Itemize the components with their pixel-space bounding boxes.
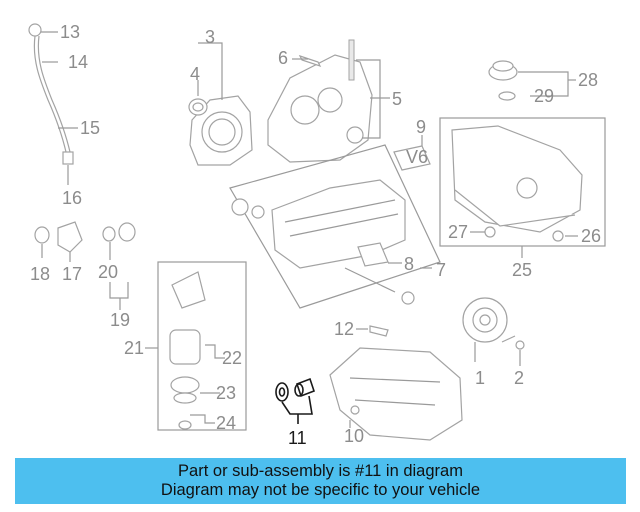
callout-5: 5 — [392, 89, 402, 109]
callout-3: 3 — [205, 27, 215, 47]
callout-25: 25 — [512, 260, 532, 280]
crank-pulley — [356, 297, 525, 366]
banner-line-2: Diagram may not be specific to your vehi… — [160, 481, 481, 499]
callout-22: 22 — [222, 348, 242, 368]
callout-numbers: 1 2 3 4 5 6 7 8 9 10 11 12 13 14 15 16 1… — [30, 22, 601, 448]
callout-26: 26 — [581, 226, 601, 246]
rear-main-seal-cover — [188, 42, 253, 166]
callout-24: 24 — [216, 413, 236, 433]
banner-line-1: Part or sub-assembly is #11 in diagram — [178, 462, 463, 480]
highlighted-part-11[interactable] — [275, 377, 316, 424]
callout-6: 6 — [278, 48, 288, 68]
callout-14: 14 — [68, 52, 88, 72]
intake-manifold-group — [229, 144, 441, 309]
callout-28: 28 — [578, 70, 598, 90]
badge-label: V6 — [406, 147, 428, 167]
callout-18: 18 — [30, 264, 50, 284]
callout-27: 27 — [448, 222, 468, 242]
callout-12: 12 — [334, 319, 354, 339]
callout-8: 8 — [404, 254, 414, 274]
callout-20: 20 — [98, 262, 118, 282]
callout-1: 1 — [475, 368, 485, 388]
callout-21: 21 — [124, 338, 144, 358]
timing-cover — [267, 39, 390, 163]
parts-diagram: V6 — [28, 22, 606, 448]
callout-11[interactable]: 11 — [288, 428, 307, 448]
callout-17: 17 — [62, 264, 82, 284]
callout-15: 15 — [80, 118, 100, 138]
callout-23: 23 — [216, 383, 236, 403]
oil-filler-cap — [488, 60, 576, 101]
callout-4: 4 — [190, 64, 200, 84]
callout-10: 10 — [344, 426, 364, 446]
v6-badge: V6 — [393, 135, 431, 171]
oil-filter-group — [145, 261, 247, 431]
info-banner: Part or sub-assembly is #11 in diagram D… — [15, 458, 626, 504]
callout-16: 16 — [62, 188, 82, 208]
callout-19: 19 — [110, 310, 130, 330]
callout-7: 7 — [436, 260, 446, 280]
callout-29: 29 — [534, 86, 554, 106]
valve-cover-group — [439, 117, 606, 258]
callout-9: 9 — [416, 117, 426, 137]
oil-pan — [329, 347, 463, 441]
dipstick-assembly — [28, 23, 78, 185]
callout-13: 13 — [60, 22, 80, 42]
left-small-parts — [34, 221, 136, 310]
callout-2: 2 — [514, 368, 524, 388]
